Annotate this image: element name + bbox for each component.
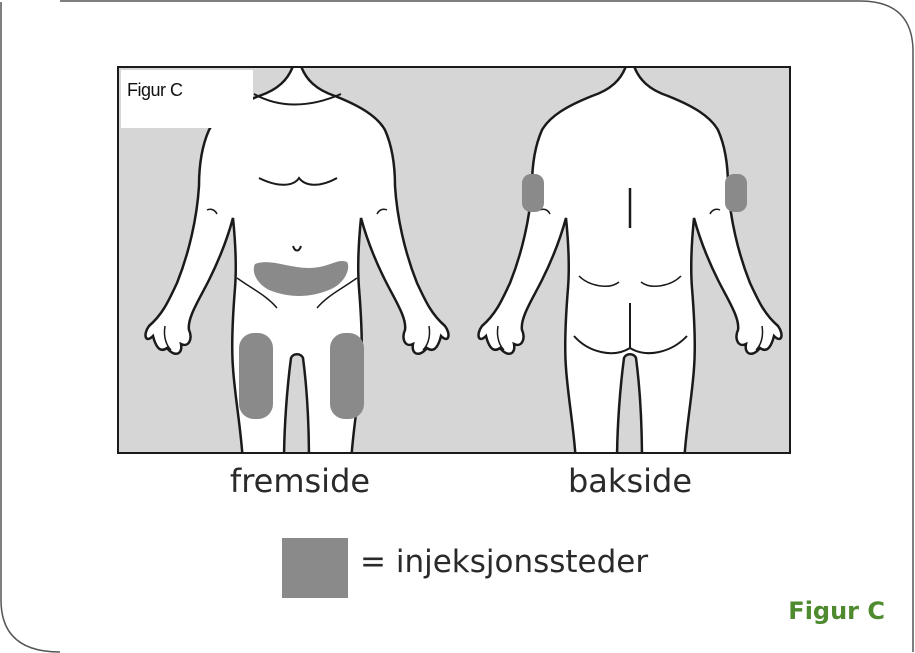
injection-site-diagram: Figur C [117, 66, 791, 454]
legend-text: = injeksjonssteder [360, 544, 648, 580]
left-upper-arm-injection-site [522, 174, 544, 212]
figure-inner-label: Figur C [121, 70, 253, 128]
legend-swatch [282, 538, 348, 598]
right-thigh-injection-site [330, 333, 364, 419]
back-view-label: bakside [520, 462, 740, 500]
figure-caption: Figur C [788, 597, 885, 625]
left-thigh-injection-site [239, 333, 273, 419]
back-body-figure [479, 68, 782, 454]
right-upper-arm-injection-site [725, 174, 747, 212]
front-view-label: fremside [190, 462, 410, 500]
